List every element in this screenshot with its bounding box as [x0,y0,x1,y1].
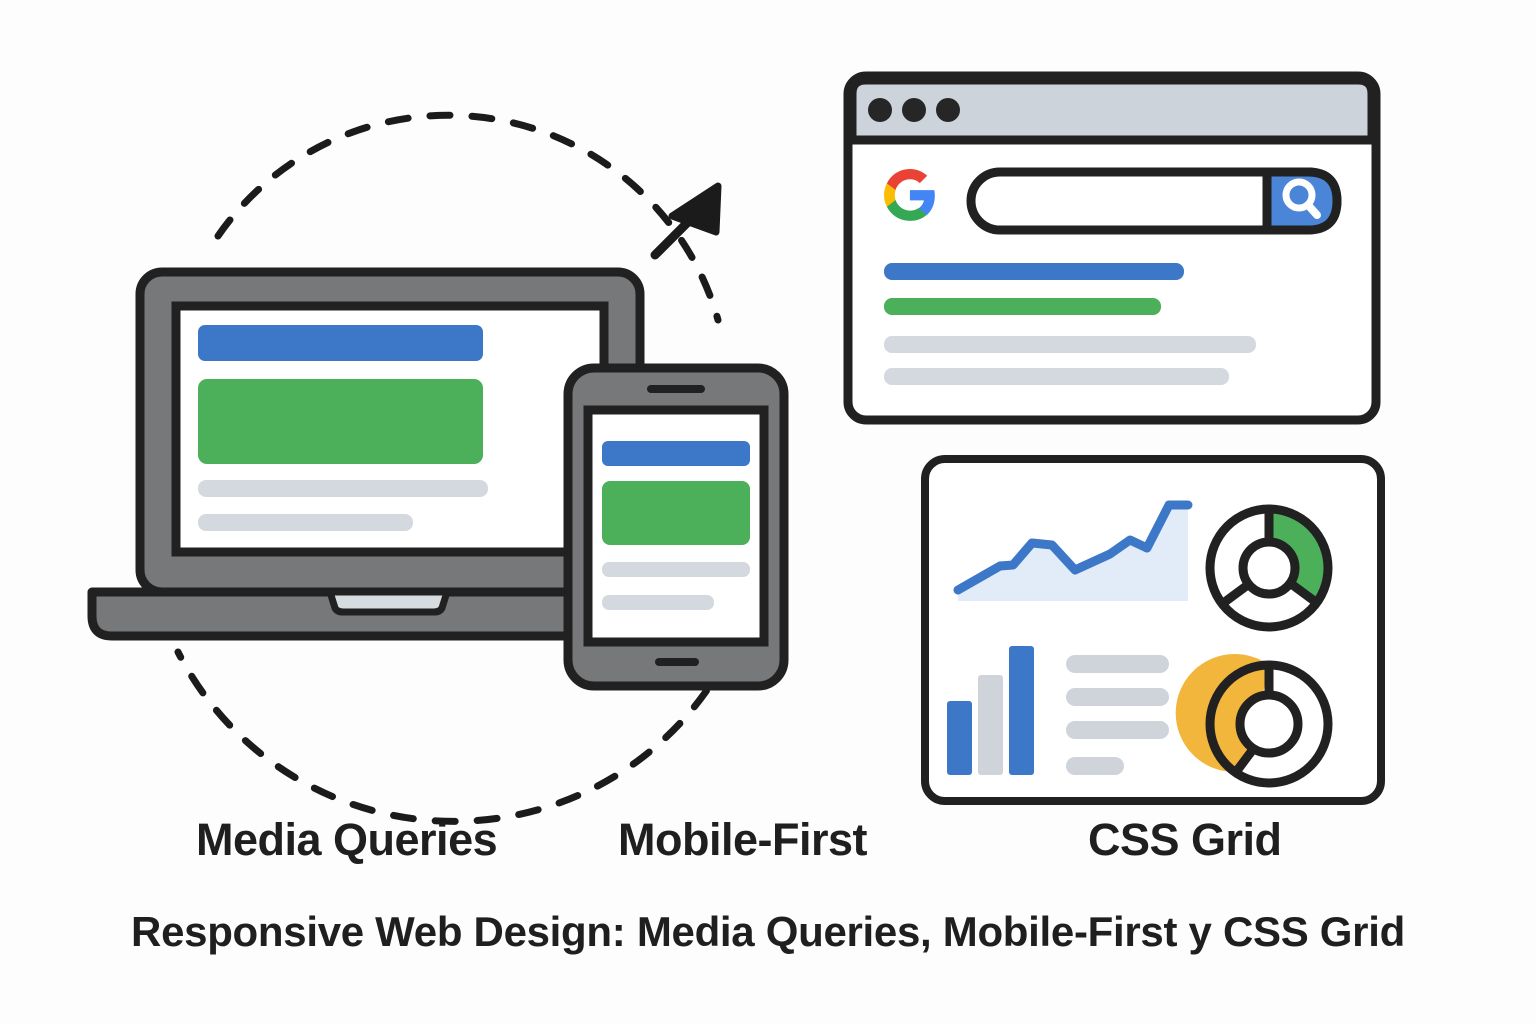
traffic-light-maximize-icon[interactable] [936,98,960,122]
search-result-snippet-2 [884,368,1229,385]
green-donut-divider-2 [1287,579,1320,607]
green-donut-inner-hole [1238,537,1300,599]
bar-3 [1009,646,1034,775]
laptop-text-line-2 [198,514,413,531]
search-result-snippet-1 [884,336,1256,353]
smartphone-device [563,363,789,691]
phone-hero-block [602,481,750,545]
chart-area-fill [958,505,1188,601]
green-donut-chart [1205,504,1333,632]
bar-chart [947,646,1034,775]
dashboard-panel [921,455,1385,805]
phone-heading-bar [602,441,750,466]
laptop-trackpad-notch [326,588,451,616]
list-row-3 [1066,721,1169,739]
phone-home-indicator [655,658,699,666]
green-donut-divider-3 [1219,580,1252,608]
search-result-url-1 [884,298,1161,315]
browser-title-bar [847,75,1377,145]
laptop-text-line-1 [198,480,488,497]
laptop-device [87,267,645,641]
browser-window [843,71,1381,425]
line-area-chart [953,500,1193,601]
orange-donut-inner-hole [1235,690,1303,758]
list-row-4 [1066,757,1124,775]
phone-text-line-2 [602,595,714,610]
laptop-heading-bar [198,325,483,361]
list-row-2 [1066,688,1169,706]
orange-donut-divider-2 [1232,745,1258,775]
search-icon [1282,178,1321,219]
traffic-light-close-icon[interactable] [868,98,892,122]
phone-earpiece [647,385,705,393]
list-rows [1066,655,1169,775]
google-g-logo [884,169,935,221]
bar-2 [978,675,1003,775]
list-row-1 [1066,655,1169,673]
search-bar[interactable] [966,167,1342,235]
traffic-light-minimize-icon[interactable] [902,98,926,122]
laptop-hero-block [198,379,483,464]
rotation-arrow [174,111,767,825]
chart-line [953,500,1193,595]
search-result-title-1 [884,263,1184,280]
bar-1 [947,701,972,775]
phone-text-line-1 [602,562,750,577]
orange-donut-chart [1175,654,1333,788]
